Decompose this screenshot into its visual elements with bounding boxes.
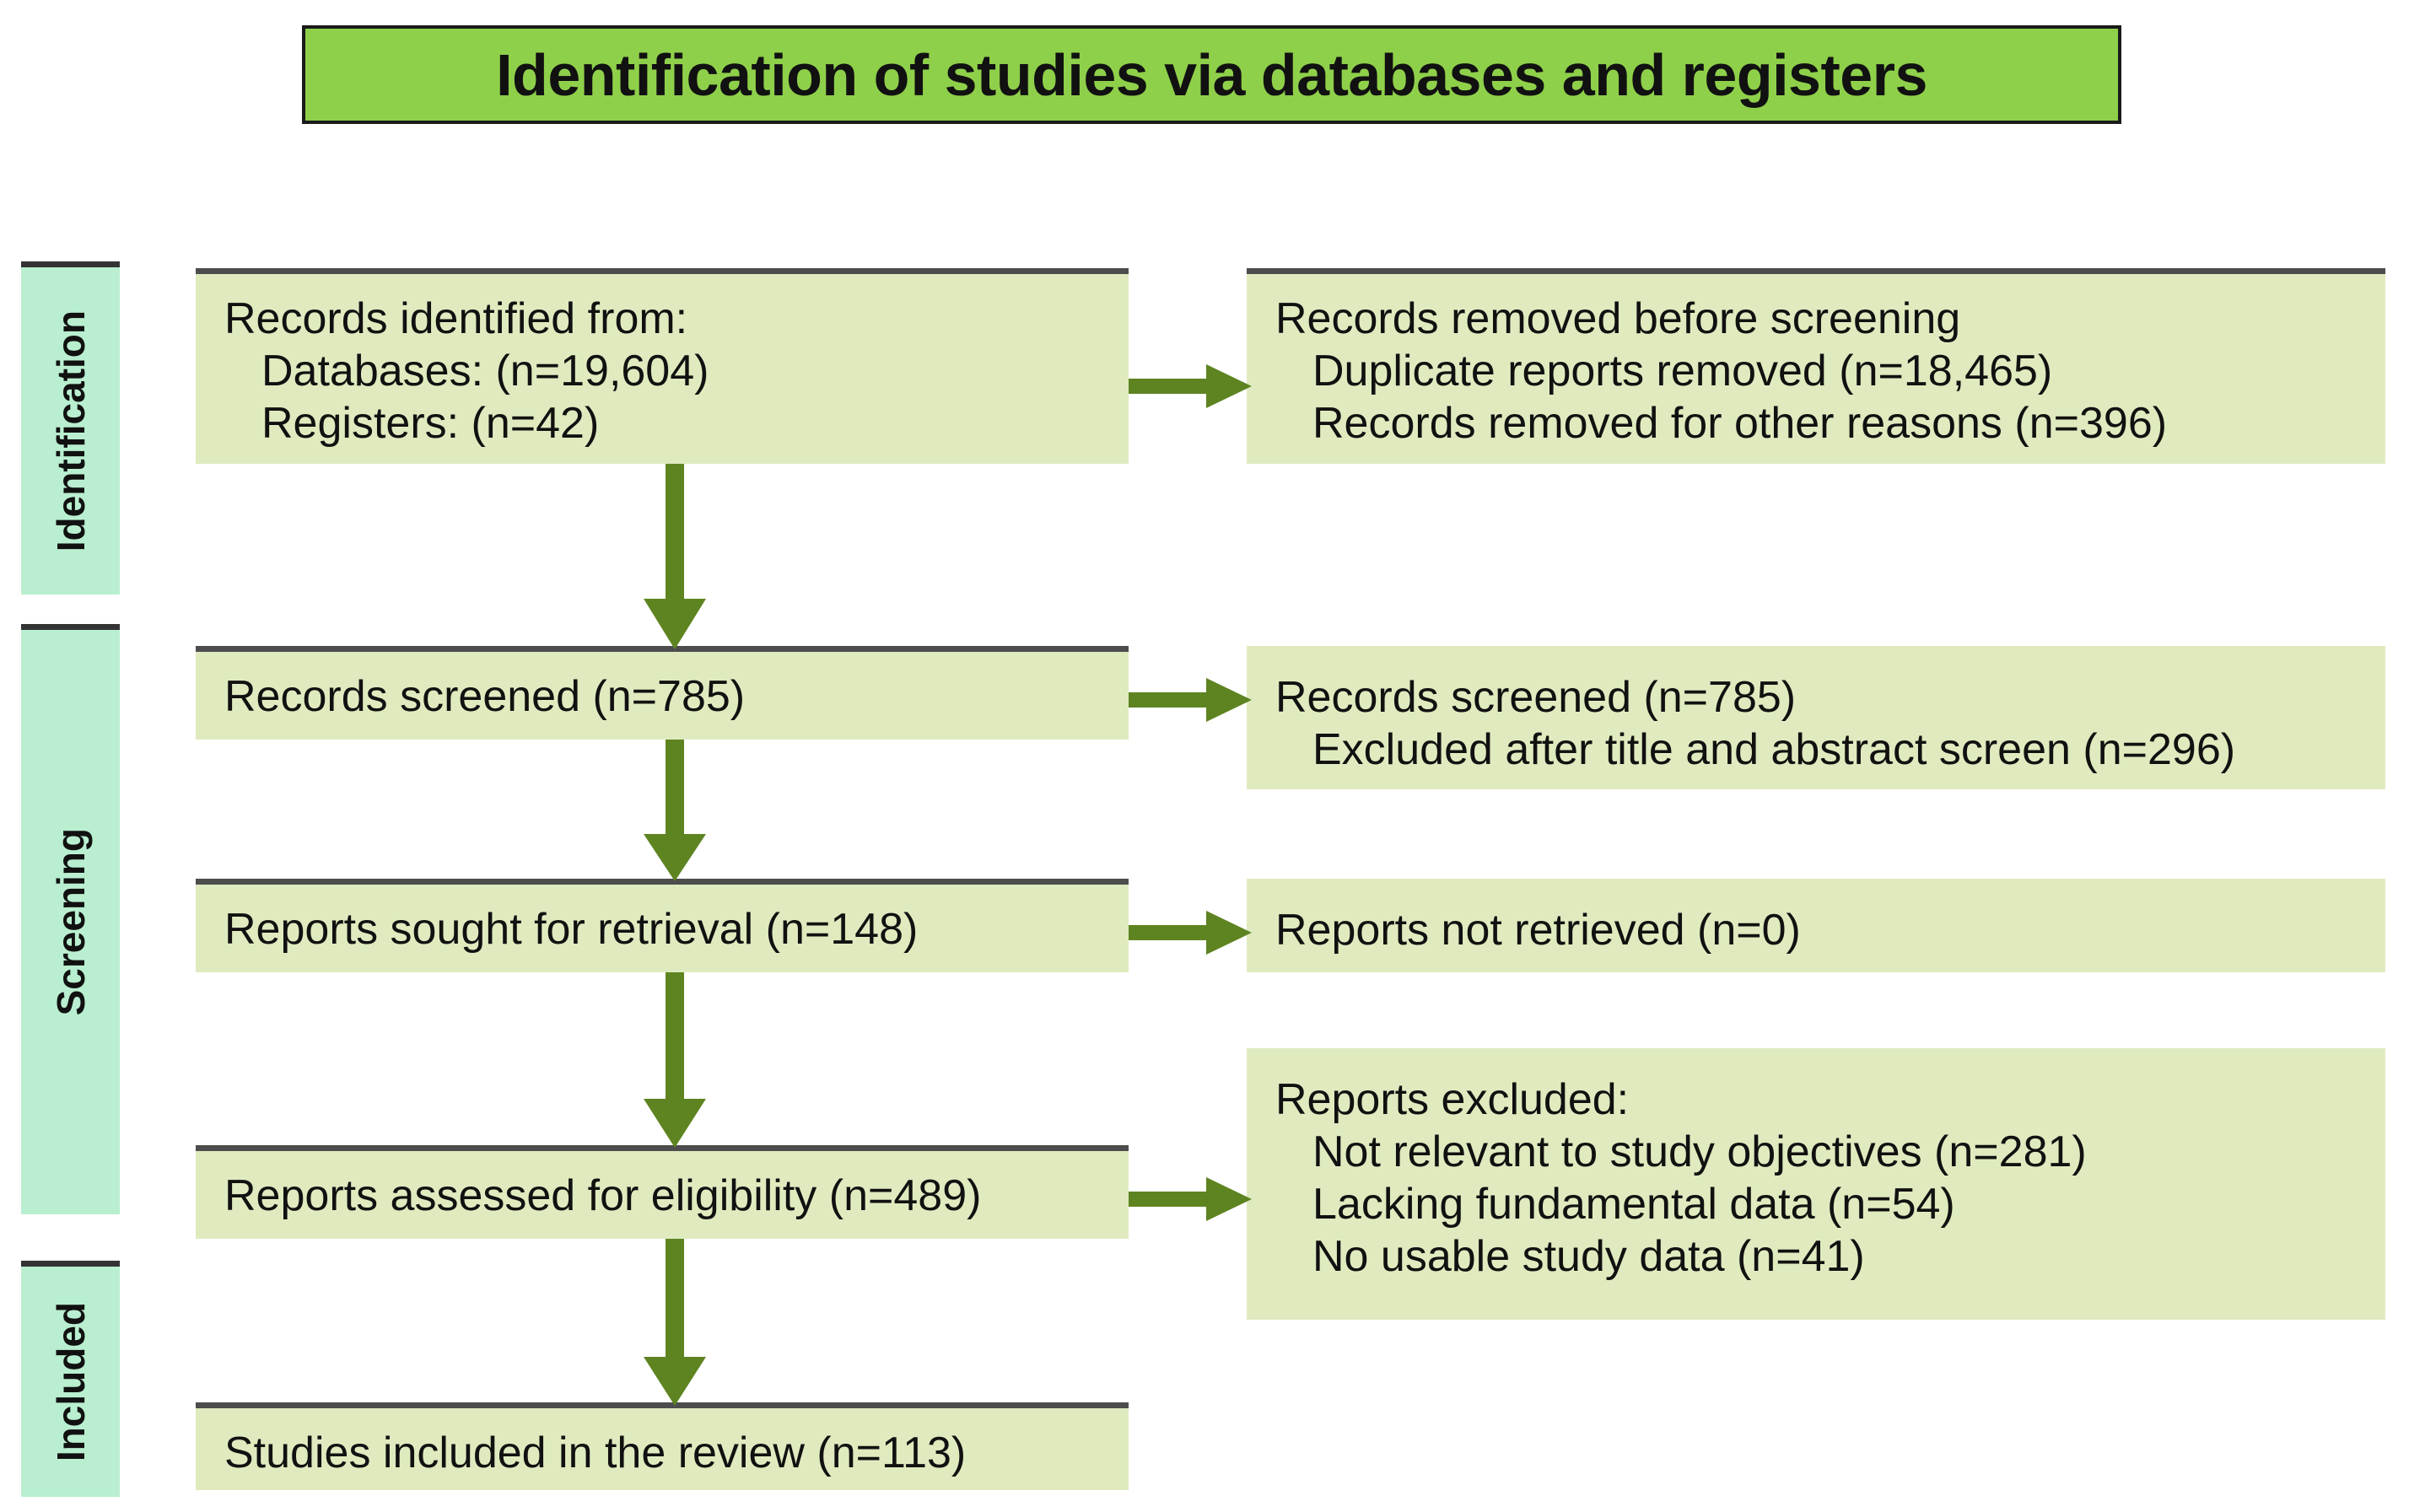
stage-label-screening: Screening (21, 624, 120, 1214)
box-line: Excluded after title and abstract screen… (1312, 725, 2236, 774)
stage-label-included: Included (21, 1261, 120, 1497)
page-title: Identification of studies via databases … (496, 41, 1927, 108)
arrow-down-assessed-to-included (628, 1239, 721, 1406)
arrow-down-identified-to-screened (628, 464, 721, 649)
box-line: Reports assessed for eligibility (n=489) (224, 1171, 982, 1220)
flow-box-studies-included: Studies included in the review (n=113) (196, 1402, 1129, 1490)
box-line: Records screened (n=785) (224, 672, 746, 721)
box-line: Records screened (n=785) (1275, 673, 1797, 722)
box-line: Records removed before screening (1275, 294, 1961, 343)
box-line: Lacking fundamental data (n=54) (1312, 1180, 1955, 1229)
arrow-down-sought-to-assessed (628, 972, 721, 1148)
flow-box-reports-not-retrieved: Reports not retrieved (n=0) (1247, 879, 2385, 972)
box-line: Databases: (n=19,604) (261, 347, 709, 395)
box-line: Duplicate reports removed (n=18,465) (1312, 347, 2053, 395)
diagram-title-banner: Identification of studies via databases … (302, 25, 2121, 124)
arrow-right-sought-to-not-retrieved (1129, 907, 1252, 958)
arrow-down-screened-to-sought (628, 740, 721, 881)
flow-box-records-screened: Records screened (n=785) (196, 646, 1129, 740)
flow-box-records-identified: Records identified from: Databases: (n=1… (196, 268, 1129, 464)
box-line: Reports excluded: (1275, 1075, 1630, 1124)
box-line: Records removed for other reasons (n=396… (1312, 399, 2168, 448)
flow-box-reports-sought: Reports sought for retrieval (n=148) (196, 879, 1129, 972)
flow-box-reports-assessed: Reports assessed for eligibility (n=489) (196, 1145, 1129, 1239)
box-line: Registers: (n=42) (261, 399, 600, 448)
box-line: Reports sought for retrieval (n=148) (224, 905, 919, 954)
flow-box-excluded-after-screen: Records screened (n=785) Excluded after … (1247, 646, 2385, 789)
stage-label-text: Screening (48, 828, 93, 1016)
stage-label-text: Identification (48, 309, 93, 552)
arrow-right-assessed-to-excluded (1129, 1174, 1252, 1224)
flow-box-records-removed: Records removed before screening Duplica… (1247, 268, 2385, 464)
stage-label-text: Included (48, 1301, 93, 1462)
box-line: Reports not retrieved (n=0) (1275, 906, 1801, 955)
box-line: Not relevant to study objectives (n=281) (1312, 1127, 2087, 1176)
box-line: Records identified from: (224, 294, 688, 343)
arrow-right-screened-to-excluded (1129, 675, 1252, 725)
flow-box-reports-excluded: Reports excluded: Not relevant to study … (1247, 1048, 2385, 1320)
box-line: Studies included in the review (n=113) (224, 1429, 967, 1477)
stage-label-identification: Identification (21, 261, 120, 595)
arrow-right-identified-to-removed (1129, 361, 1252, 412)
box-line: No usable study data (n=41) (1312, 1232, 1865, 1281)
